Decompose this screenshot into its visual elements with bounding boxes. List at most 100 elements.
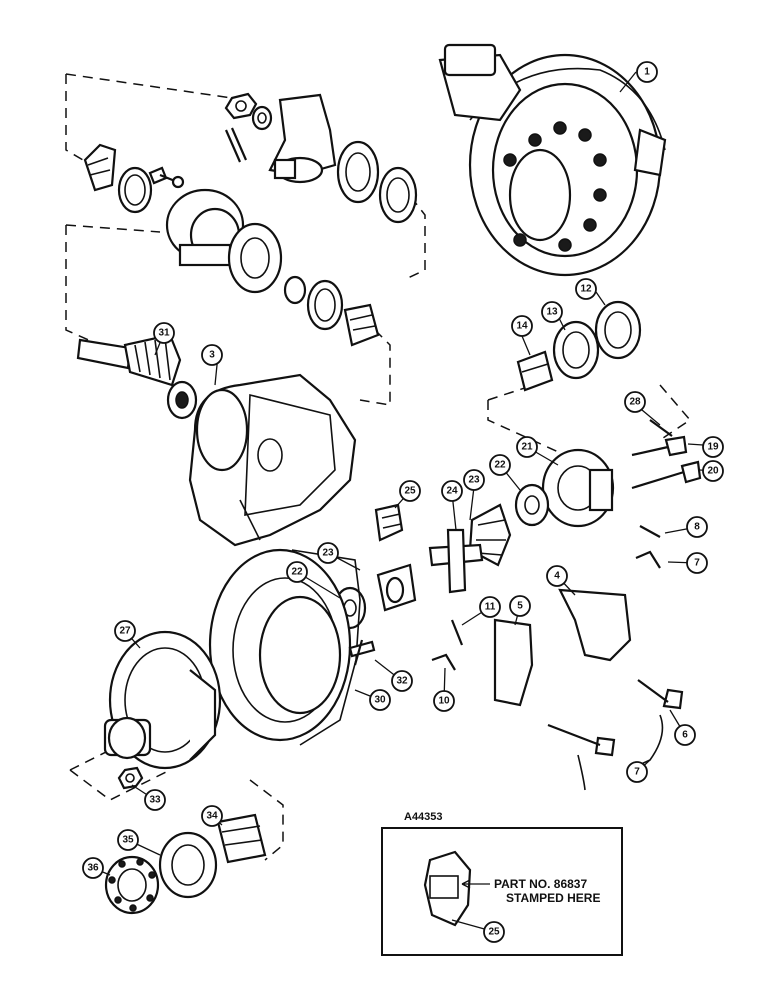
callout-13: 13 <box>541 301 563 323</box>
bolt-32 <box>348 639 376 666</box>
nut <box>224 92 258 120</box>
pin-11 <box>450 619 464 646</box>
svg-text:3: 3 <box>209 350 215 361</box>
inset-note-line1: PART NO. 86837 <box>494 877 587 891</box>
callout-12: 12 <box>575 278 597 300</box>
bearing-cage <box>165 188 245 267</box>
lock-10 <box>431 653 456 671</box>
svg-text:30: 30 <box>374 695 386 706</box>
differential-assembly <box>438 43 667 277</box>
bearing-cap-4 <box>558 588 632 662</box>
callout-1: 1 <box>636 61 658 83</box>
svg-text:25: 25 <box>404 486 416 497</box>
bearing-cone-34 <box>216 813 267 864</box>
callout-33: 33 <box>144 789 166 811</box>
svg-text:28: 28 <box>629 397 641 408</box>
bearing-cone-side <box>516 350 554 392</box>
callout-4: 4 <box>546 565 568 587</box>
callout-5: 5 <box>509 595 531 617</box>
svg-text:19: 19 <box>707 442 719 453</box>
callout-19: 19 <box>702 436 724 458</box>
svg-text:34: 34 <box>206 811 218 822</box>
bolt-6-left <box>547 723 616 757</box>
callout-25: 25 <box>399 480 421 502</box>
yoke <box>268 93 337 184</box>
callout-28: 28 <box>624 391 646 413</box>
cotter-pin <box>224 127 248 163</box>
pinion-gear-spider <box>374 503 404 542</box>
svg-text:1: 1 <box>644 67 650 78</box>
differential-spider <box>428 528 484 594</box>
callout-35: 35 <box>117 829 139 851</box>
thrust-washer-right <box>514 483 550 527</box>
svg-text:7: 7 <box>634 767 640 778</box>
inset-detail-box <box>381 827 623 956</box>
shim-plate <box>227 222 283 294</box>
svg-text:5: 5 <box>517 601 523 612</box>
callout-6: 6 <box>674 724 696 746</box>
callout-23-left: 23 <box>317 542 339 564</box>
svg-text:20: 20 <box>707 466 719 477</box>
carrier-housing <box>188 373 357 547</box>
inset-leader <box>451 919 489 931</box>
lock-washer-small <box>171 175 185 189</box>
differential-case <box>103 630 222 770</box>
figure-reference: A44353 <box>404 811 443 823</box>
svg-text:12: 12 <box>580 284 592 295</box>
callout-11: 11 <box>479 596 501 618</box>
svg-text:32: 32 <box>396 676 408 687</box>
svg-text:23: 23 <box>468 475 480 486</box>
svg-text:13: 13 <box>546 307 558 318</box>
callout-20: 20 <box>702 460 724 482</box>
svg-text:23: 23 <box>322 548 334 559</box>
svg-text:27: 27 <box>119 626 131 637</box>
svg-text:33: 33 <box>149 795 161 806</box>
inset-note-line2: STAMPED HERE <box>506 891 600 905</box>
bearing-cup-large <box>594 300 642 360</box>
lock-8 <box>635 550 661 569</box>
svg-text:7: 7 <box>694 558 700 569</box>
spacer-ring <box>283 275 307 305</box>
svg-text:8: 8 <box>694 522 700 533</box>
wire-7 <box>577 714 664 791</box>
svg-text:6: 6 <box>682 730 688 741</box>
bolt-6-right <box>637 679 684 710</box>
drive-pinion <box>76 333 182 387</box>
pin-9 <box>639 525 661 538</box>
inset-arrow <box>461 879 490 889</box>
callout-7: 7 <box>626 761 648 783</box>
bearing-cup-small <box>117 166 153 214</box>
group-outline-pinion-lower <box>65 224 391 406</box>
svg-text:4: 4 <box>554 571 560 582</box>
svg-text:11: 11 <box>485 602 496 613</box>
callout-22-right: 22 <box>489 454 511 476</box>
svg-text:10: 10 <box>438 696 450 707</box>
pin-28 <box>649 419 673 437</box>
callout-9: 8 <box>686 516 708 538</box>
svg-text:36: 36 <box>87 863 99 874</box>
seal-ring <box>378 166 418 224</box>
bolt-19 <box>631 435 688 457</box>
svg-text:31: 31 <box>158 328 170 339</box>
svg-text:35: 35 <box>122 835 134 846</box>
callout-10: 10 <box>433 690 455 712</box>
bearing-cone-mid <box>343 303 380 347</box>
callout-25-inset: 25 <box>483 921 505 943</box>
oil-seal <box>336 140 380 204</box>
svg-text:22: 22 <box>291 567 303 578</box>
bolt-20 <box>631 460 702 490</box>
svg-text:14: 14 <box>516 321 528 332</box>
callout-32: 32 <box>391 670 413 692</box>
callout-22-left: 22 <box>286 561 308 583</box>
bearing-cup-mid <box>306 279 344 331</box>
callout-27: 27 <box>114 620 136 642</box>
callout-34: 34 <box>201 805 223 827</box>
bearing-cap-5 <box>493 618 534 707</box>
svg-text:25: 25 <box>488 927 500 938</box>
callout-23-right: 23 <box>463 469 485 491</box>
pilot-bearing <box>166 380 198 420</box>
svg-text:24: 24 <box>446 486 458 497</box>
washer <box>251 105 273 131</box>
ring-gear <box>208 548 361 746</box>
callout-14: 14 <box>511 315 533 337</box>
